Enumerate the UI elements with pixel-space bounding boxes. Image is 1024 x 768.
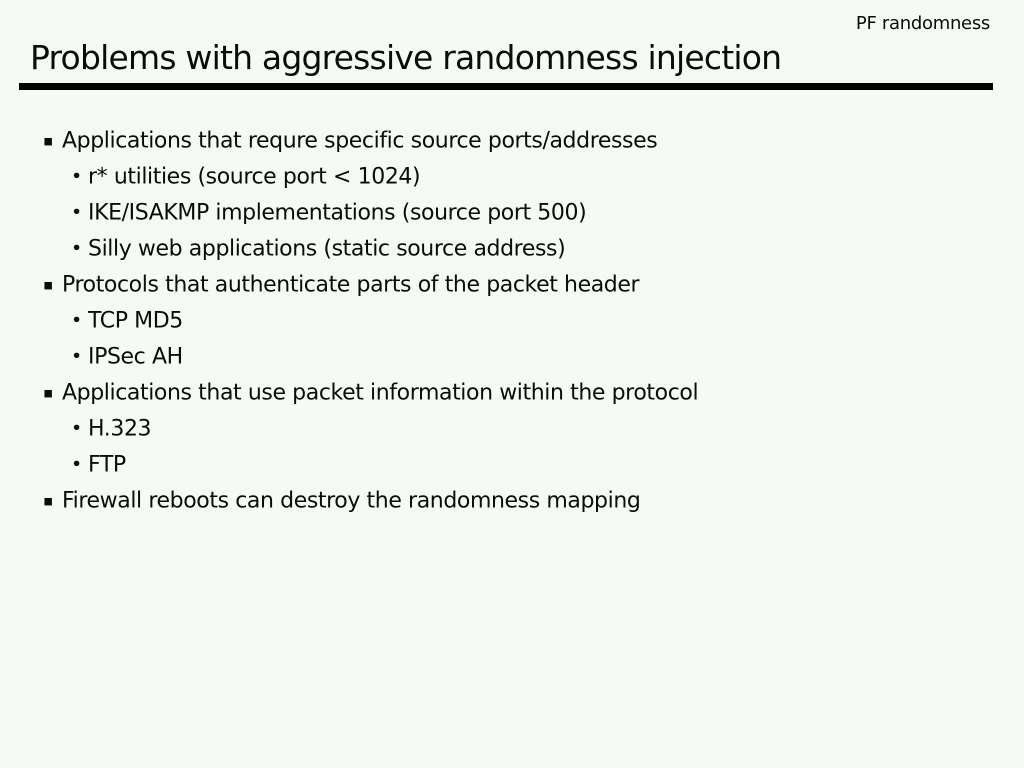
- bullet-text: IKE/ISAKMP implementations (source port …: [88, 200, 587, 226]
- bullet-text: r* utilities (source port < 1024): [88, 164, 421, 190]
- bullet-item: • IPSec AH: [0, 339, 1024, 375]
- bullet-square-icon: ▪: [43, 383, 54, 402]
- bullet-list: ▪ Applications that requre specific sour…: [0, 123, 1024, 519]
- bullet-text: Applications that use packet information…: [62, 380, 699, 406]
- bullet-dot-icon: •: [71, 309, 83, 332]
- bullet-text: IPSec AH: [88, 344, 183, 370]
- bullet-square-icon: ▪: [43, 275, 54, 294]
- bullet-text: Protocols that authenticate parts of the…: [62, 272, 640, 298]
- title-underline-rule: [19, 83, 993, 90]
- bullet-text: TCP MD5: [88, 308, 183, 334]
- bullet-item: • IKE/ISAKMP implementations (source por…: [0, 195, 1024, 231]
- bullet-square-icon: ▪: [43, 131, 54, 150]
- bullet-item: • TCP MD5: [0, 303, 1024, 339]
- bullet-item: ▪ Applications that requre specific sour…: [0, 123, 1024, 159]
- bullet-text: Firewall reboots can destroy the randomn…: [62, 488, 641, 514]
- bullet-dot-icon: •: [71, 201, 83, 224]
- bullet-dot-icon: •: [71, 453, 83, 476]
- bullet-item: • r* utilities (source port < 1024): [0, 159, 1024, 195]
- bullet-item: ▪ Firewall reboots can destroy the rando…: [0, 483, 1024, 519]
- bullet-text: Silly web applications (static source ad…: [88, 236, 566, 262]
- corner-label: PF randomness: [855, 13, 990, 34]
- bullet-dot-icon: •: [71, 237, 83, 260]
- bullet-dot-icon: •: [71, 417, 83, 440]
- bullet-item: ▪ Protocols that authenticate parts of t…: [0, 267, 1024, 303]
- bullet-item: • H.323: [0, 411, 1024, 447]
- bullet-dot-icon: •: [71, 345, 83, 368]
- bullet-item: ▪ Applications that use packet informati…: [0, 375, 1024, 411]
- bullet-dot-icon: •: [71, 165, 83, 188]
- bullet-text: Applications that requre specific source…: [62, 128, 658, 154]
- bullet-item: • Silly web applications (static source …: [0, 231, 1024, 267]
- bullet-text: FTP: [88, 452, 126, 478]
- bullet-item: • FTP: [0, 447, 1024, 483]
- bullet-text: H.323: [88, 416, 152, 442]
- slide-title: Problems with aggressive randomness inje…: [30, 38, 782, 77]
- bullet-square-icon: ▪: [43, 491, 54, 510]
